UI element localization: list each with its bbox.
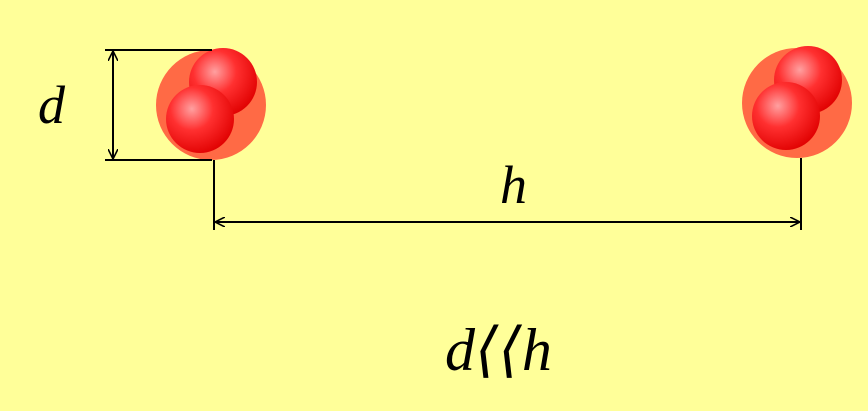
diameter-dimension — [105, 49, 212, 161]
left-molecule — [156, 48, 266, 160]
right-molecule — [742, 46, 852, 158]
left-molecule-atom-lower — [166, 85, 234, 153]
diameter-label: d — [38, 75, 66, 135]
right-molecule-atom-lower — [752, 82, 820, 150]
relation-label: d⟨⟨h — [445, 317, 552, 383]
distance-label: h — [500, 155, 527, 215]
distance-dimension — [213, 158, 802, 230]
